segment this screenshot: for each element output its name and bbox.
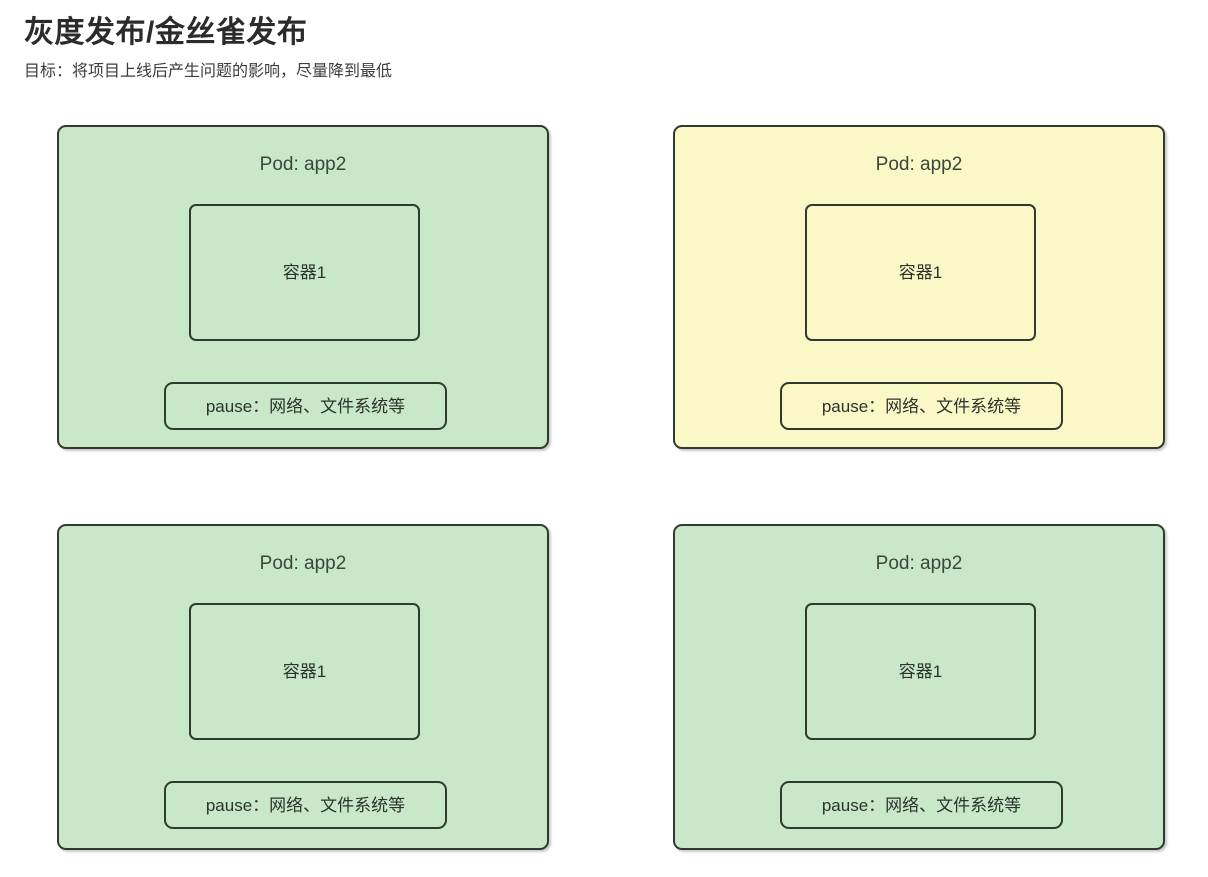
container-box-2: 容器1: [805, 204, 1036, 341]
pod-title-3: Pod: app2: [259, 553, 347, 574]
container-label-2: 容器1: [898, 263, 943, 282]
pause-box-2: pause：网络、文件系统等: [780, 382, 1063, 430]
page-subtitle: 目标：将项目上线后产生问题的影响，尽量降到最低: [24, 62, 393, 80]
pod-card-1: Pod: app2 容器1 pause：网络、文件系统等: [57, 125, 549, 449]
pod-card-3: Pod: app2 容器1 pause：网络、文件系统等: [57, 524, 549, 850]
page-title: 灰度发布/金丝雀发布: [24, 16, 308, 49]
pause-label-1: pause：网络、文件系统等: [205, 396, 406, 416]
pod-title-2: Pod: app2: [875, 154, 963, 175]
container-label-3: 容器1: [282, 662, 327, 681]
pod-card-4: Pod: app2 容器1 pause：网络、文件系统等: [673, 524, 1165, 850]
pod-title-1: Pod: app2: [259, 154, 347, 175]
container-label-1: 容器1: [282, 263, 327, 282]
container-box-3: 容器1: [189, 603, 420, 740]
pause-label-4: pause：网络、文件系统等: [821, 795, 1022, 815]
container-label-4: 容器1: [898, 662, 943, 681]
container-box-4: 容器1: [805, 603, 1036, 740]
pause-box-4: pause：网络、文件系统等: [780, 781, 1063, 829]
page-header: 灰度发布/金丝雀发布 目标：将项目上线后产生问题的影响，尽量降到最低: [24, 14, 1124, 82]
pod-title-4: Pod: app2: [875, 553, 963, 574]
container-box-1: 容器1: [189, 204, 420, 341]
pause-label-3: pause：网络、文件系统等: [205, 795, 406, 815]
pause-box-3: pause：网络、文件系统等: [164, 781, 447, 829]
pause-box-1: pause：网络、文件系统等: [164, 382, 447, 430]
pod-card-2: Pod: app2 容器1 pause：网络、文件系统等: [673, 125, 1165, 449]
pause-label-2: pause：网络、文件系统等: [821, 396, 1022, 416]
